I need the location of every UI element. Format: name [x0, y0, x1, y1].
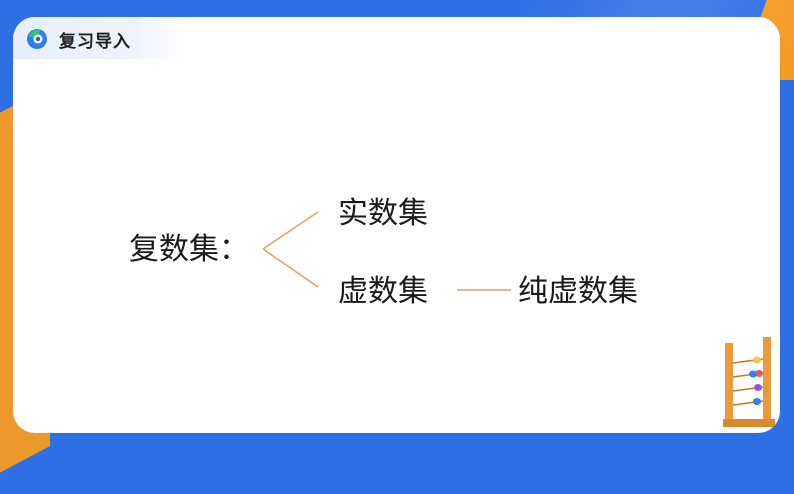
diagram-branch-real: 实数集	[338, 196, 428, 231]
diagram-root-label: 复数集	[129, 232, 219, 267]
slide-card: 复习导入 复数集 ： 实数集 虚数集 纯虚数集	[13, 17, 780, 433]
abacus-icon	[723, 337, 775, 427]
diagram-sub-pure-imaginary: 纯虚数集	[518, 274, 638, 309]
diagram-separator: ：	[219, 232, 249, 267]
diagram-connectors	[262, 211, 511, 291]
diagram-branch-imaginary: 虚数集	[338, 274, 428, 309]
header-title: 复习导入	[59, 32, 131, 52]
connector-root-to-real	[262, 211, 319, 250]
connector-root-to-imaginary	[262, 248, 319, 288]
logo-icon	[27, 29, 47, 49]
